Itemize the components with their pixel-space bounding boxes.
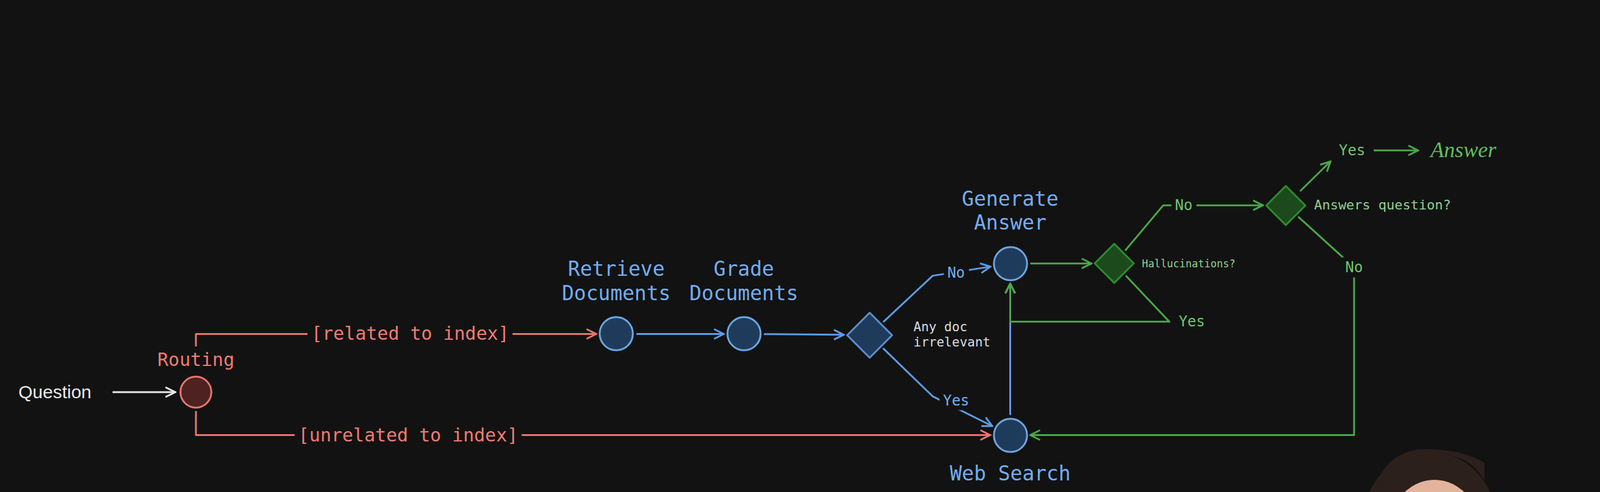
circle-outline <box>179 375 213 409</box>
output-label: Answer <box>1430 136 1497 164</box>
circle-outline <box>992 417 1029 453</box>
input-label: Question <box>18 380 92 403</box>
decision-label: Answers question? <box>1314 197 1451 213</box>
routing-circle: Routing <box>179 375 213 409</box>
decision-diamond: Any doc irrelevant <box>846 311 894 359</box>
circle-outline <box>726 315 762 352</box>
edge-label: Yes <box>939 389 973 411</box>
circle-outline <box>992 245 1029 282</box>
edge-label: [related to index] <box>307 321 513 346</box>
diamond-shape <box>1094 243 1134 283</box>
flow-connector <box>636 332 724 335</box>
branch-arrow <box>1300 161 1331 192</box>
flow-connector <box>764 333 844 335</box>
process-circle: Generate Answer <box>992 245 1029 282</box>
decision-diamond: Answers question? <box>1265 184 1307 226</box>
node-heading: Retrieve Documents <box>553 256 681 305</box>
circle-shape <box>180 376 212 408</box>
edge-label: No <box>943 262 969 283</box>
circle-shape <box>726 316 761 351</box>
input-arrow <box>112 391 176 394</box>
flow-connector <box>1030 262 1093 265</box>
flow-connector <box>883 266 991 322</box>
decision-diamond: Hallucinations? <box>1093 242 1135 284</box>
output-arrow <box>1373 149 1419 152</box>
node-heading: Web Search <box>949 461 1071 486</box>
node-heading: Generate Answer <box>946 186 1074 235</box>
diamond-outline <box>1265 184 1307 226</box>
circle-shape <box>993 417 1027 452</box>
process-circle: Grade Documents <box>726 315 762 352</box>
flow-connector <box>1030 216 1355 435</box>
diamond-shape <box>1266 185 1305 225</box>
decision-label: Any doc irrelevant <box>913 319 995 350</box>
diamond-outline <box>846 311 894 359</box>
circle-shape <box>599 316 634 351</box>
edge-label: Yes <box>1174 311 1209 332</box>
edge-label: No <box>1341 257 1367 278</box>
process-circle: Web Search <box>992 417 1029 453</box>
edge-label: [unrelated to index] <box>294 422 522 448</box>
circle-shape <box>993 246 1027 280</box>
flow-connector <box>882 347 993 426</box>
node-heading: Grade Documents <box>680 256 808 305</box>
node-heading: Routing <box>157 348 235 371</box>
circle-outline <box>598 315 634 352</box>
diamond-shape <box>846 312 892 358</box>
presenter-fringe <box>1376 448 1485 487</box>
flow-connector <box>1010 275 1170 322</box>
diamond-outline <box>1093 242 1135 284</box>
edge-label: No <box>1171 195 1197 216</box>
process-circle: Retrieve Documents <box>598 315 634 352</box>
branch-label: Yes <box>1339 141 1366 159</box>
presenter-face <box>1385 479 1484 492</box>
decision-label: Hallucinations? <box>1141 257 1236 270</box>
